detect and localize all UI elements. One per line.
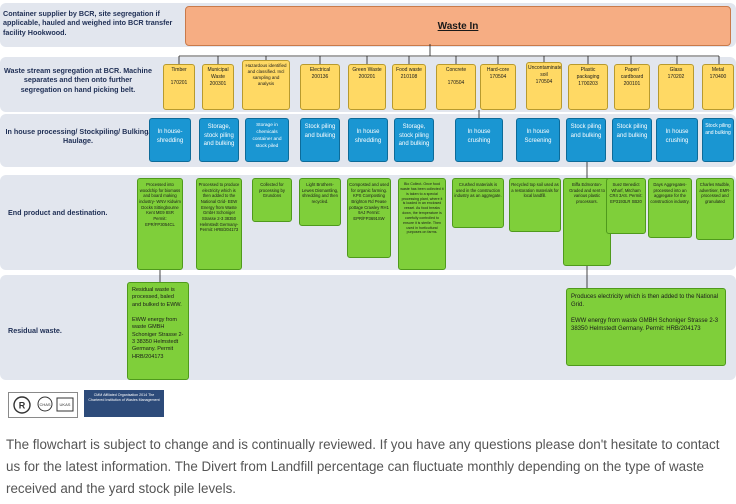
product-municipal: Processed to produce electricity which i…	[196, 178, 242, 270]
row-label-residual: Residual waste.	[8, 326, 62, 335]
process-electrical: Stock piling and bulking	[300, 118, 340, 162]
residual-left-box: Residual waste is processed, baled and b…	[127, 282, 189, 380]
product-concrete: Crushed materials is used in the constru…	[452, 178, 504, 228]
product-plastic: Biffa Edmonton- Graded and sent to vario…	[563, 178, 611, 266]
residual-right-box: Produces electricity which is then added…	[566, 288, 726, 366]
waste-stream-name: Hard-core	[486, 67, 510, 73]
row-label-processing: In house processing/ Stockpiling/ Bulkin…	[5, 127, 151, 146]
waste-in-box: Waste In	[185, 6, 731, 46]
waste-stream-timber: Timber 170201	[163, 64, 195, 110]
process-soil: In house Screening	[516, 118, 560, 162]
process-timber: In house-shredding	[149, 118, 191, 162]
product-food: Bio Collect- Once food waste has been co…	[398, 178, 446, 270]
waste-stream-name: Uncontaminated soil	[528, 65, 562, 78]
product-soil: Recycled top soil used as a restoration …	[509, 178, 561, 232]
waste-stream-concrete: Concrete 170504	[436, 64, 476, 110]
product-green: Composted and used for organic farming. …	[347, 178, 391, 258]
process-food: Storage, stock piling and bulking	[394, 118, 434, 162]
waste-stream-name: Timber	[171, 67, 187, 73]
svg-text:UKAS: UKAS	[60, 402, 71, 407]
footer-note: The flowchart is subject to change and i…	[6, 437, 720, 496]
waste-stream-name: Metal	[711, 67, 725, 73]
waste-stream-code: 200201	[358, 73, 376, 80]
row-label-end-product: End product and destination.	[8, 208, 108, 217]
product-paper: Suez Benedict Wharf, Mitcham CR4 3AS. Pe…	[606, 178, 646, 234]
certification-logo: R CHAS UKAS	[8, 392, 78, 418]
process-hazardous: Storage in chemicals container and stock…	[245, 118, 289, 162]
product-hazardous: Collected for processing by Grundons	[252, 178, 292, 222]
waste-stream-name: Green Waste	[352, 67, 382, 73]
row-label-segregation: Waste stream segregation at BCR. Machine…	[4, 66, 152, 94]
waste-stream-name: Paper/ cardboard	[620, 67, 644, 80]
waste-stream-code: 210108	[400, 73, 418, 80]
waste-stream-code: 170504	[489, 73, 507, 80]
waste-stream-code: 200101	[623, 80, 641, 87]
process-municipal: Storage, stock piling and bulking	[199, 118, 239, 162]
process-concrete-hardcore: In house crushing	[455, 118, 503, 162]
waste-stream-code: 1700203	[578, 80, 598, 87]
row-label-supplier: Container supplier by BCR, site segregat…	[3, 9, 173, 37]
svg-text:R: R	[19, 401, 26, 411]
waste-stream-code: 200136	[311, 73, 329, 80]
waste-stream-name: Plastic packaging	[576, 67, 600, 80]
chmm-logo: CMM Affiliated Organisation 2014 The Cha…	[84, 390, 164, 417]
waste-stream-code: 170202	[667, 73, 685, 80]
product-timber: Processed into woodchip for biomass and …	[137, 178, 183, 270]
waste-stream-code: 170504	[535, 78, 553, 85]
waste-stream-name: Food waste	[396, 67, 422, 73]
waste-stream-code: 200301	[209, 80, 227, 87]
waste-stream-hazardous: Hazardous identified and classified. Inc…	[242, 60, 290, 110]
process-plastic: Stock piling and bulking	[566, 118, 606, 162]
product-glass: Days Aggregates- processed into an aggre…	[648, 178, 692, 238]
process-paper: Stock piling and bulking	[612, 118, 652, 162]
waste-stream-name: Hazardous identified and classified. Inc…	[245, 63, 287, 87]
waste-stream-code: 170504	[447, 79, 465, 86]
waste-stream-name: Glass	[669, 67, 683, 73]
waste-stream-code: 170201	[170, 79, 188, 86]
process-glass: In house crushing	[656, 118, 698, 162]
product-metal: Charles Mudble, advertiser, EMR- process…	[696, 178, 734, 240]
certification-logo-mark: R CHAS UKAS	[13, 396, 74, 414]
svg-text:CHAS: CHAS	[39, 402, 50, 407]
process-green: In house shredding	[348, 118, 388, 162]
waste-stream-name: Electrical	[309, 67, 331, 73]
process-metal: Stock piling and bulking	[702, 118, 734, 162]
waste-stream-name: Municipal Waste	[207, 67, 229, 80]
waste-stream-name: Concrete	[445, 67, 467, 73]
waste-stream-code: 170400	[709, 73, 727, 80]
product-electrical: Light Brothers- Lewes Dismantling, shred…	[299, 178, 341, 226]
waste-in-title: Waste In	[437, 20, 479, 32]
